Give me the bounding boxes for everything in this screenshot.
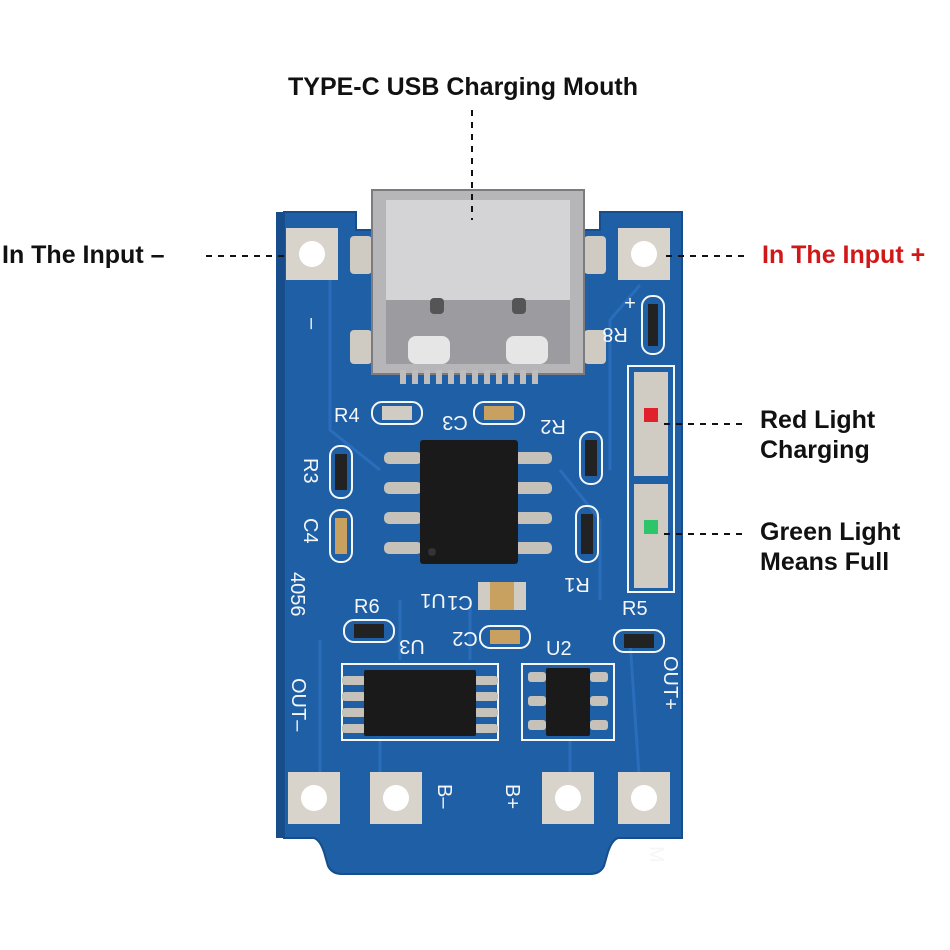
c2-capacitor <box>479 625 531 649</box>
silk-r2: R2 <box>540 415 566 437</box>
silk-chip-id: 4056 <box>286 572 308 617</box>
silk-r5: R5 <box>622 598 648 620</box>
b-minus-pad <box>370 772 422 824</box>
r6-resistor <box>343 619 395 643</box>
silk-c1: C1 <box>447 591 473 613</box>
silk-r1: R1 <box>564 573 590 595</box>
silk-u1: U1 <box>420 589 446 611</box>
silk-u3: U3 <box>399 635 425 657</box>
silk-out-plus: OUT+ <box>659 656 681 710</box>
silk-m: M <box>645 846 667 863</box>
silk-plus: + <box>624 291 636 313</box>
out-minus-pad <box>288 772 340 824</box>
silk-b-minus: B– <box>433 784 455 809</box>
u3-protection-ic <box>341 663 499 741</box>
silk-r8: R8 <box>602 323 628 345</box>
silk-out-minus: OUT– <box>287 678 309 732</box>
input-minus-pad <box>286 228 338 280</box>
red-led <box>644 408 658 422</box>
c1-capacitor <box>478 582 526 610</box>
usb-callout: TYPE-C USB Charging Mouth <box>288 73 638 101</box>
input-minus-callout: In The Input – <box>2 241 165 269</box>
r2-resistor <box>579 431 603 485</box>
green-light-line-1: Green Light <box>760 518 901 546</box>
red-light-line-2: Charging <box>760 436 870 464</box>
green-led <box>644 520 658 534</box>
silk-minus: – <box>301 318 323 330</box>
red-light-callout: Red Light Charging <box>760 405 875 465</box>
u1-charger-ic <box>384 440 552 564</box>
input-plus-callout: In The Input + <box>762 241 926 269</box>
out-plus-pad <box>618 772 670 824</box>
silk-r6: R6 <box>354 596 380 618</box>
u2-ic <box>521 663 615 741</box>
r8-resistor <box>641 295 665 355</box>
silk-b-plus: B+ <box>501 784 523 809</box>
pcb-traces <box>318 260 642 800</box>
silk-c3: C3 <box>442 411 468 433</box>
input-plus-pad <box>618 228 670 280</box>
silk-c4: C4 <box>299 518 321 544</box>
led-strip <box>627 365 675 593</box>
c4-capacitor <box>329 509 353 563</box>
b-plus-pad <box>542 772 594 824</box>
c3-capacitor <box>473 401 525 425</box>
silk-r3: R3 <box>299 458 321 484</box>
usb-c-connector <box>350 189 606 384</box>
r5-resistor <box>613 629 665 653</box>
r1-resistor <box>575 505 599 563</box>
r3-resistor <box>329 445 353 499</box>
red-light-line-1: Red Light <box>760 406 876 434</box>
green-light-callout: Green Light Means Full <box>760 517 900 577</box>
r4-resistor <box>371 401 423 425</box>
silk-r4: R4 <box>334 405 360 427</box>
green-light-line-2: Means Full <box>760 548 890 576</box>
silk-u2: U2 <box>546 638 572 660</box>
silk-c2: C2 <box>452 627 478 649</box>
